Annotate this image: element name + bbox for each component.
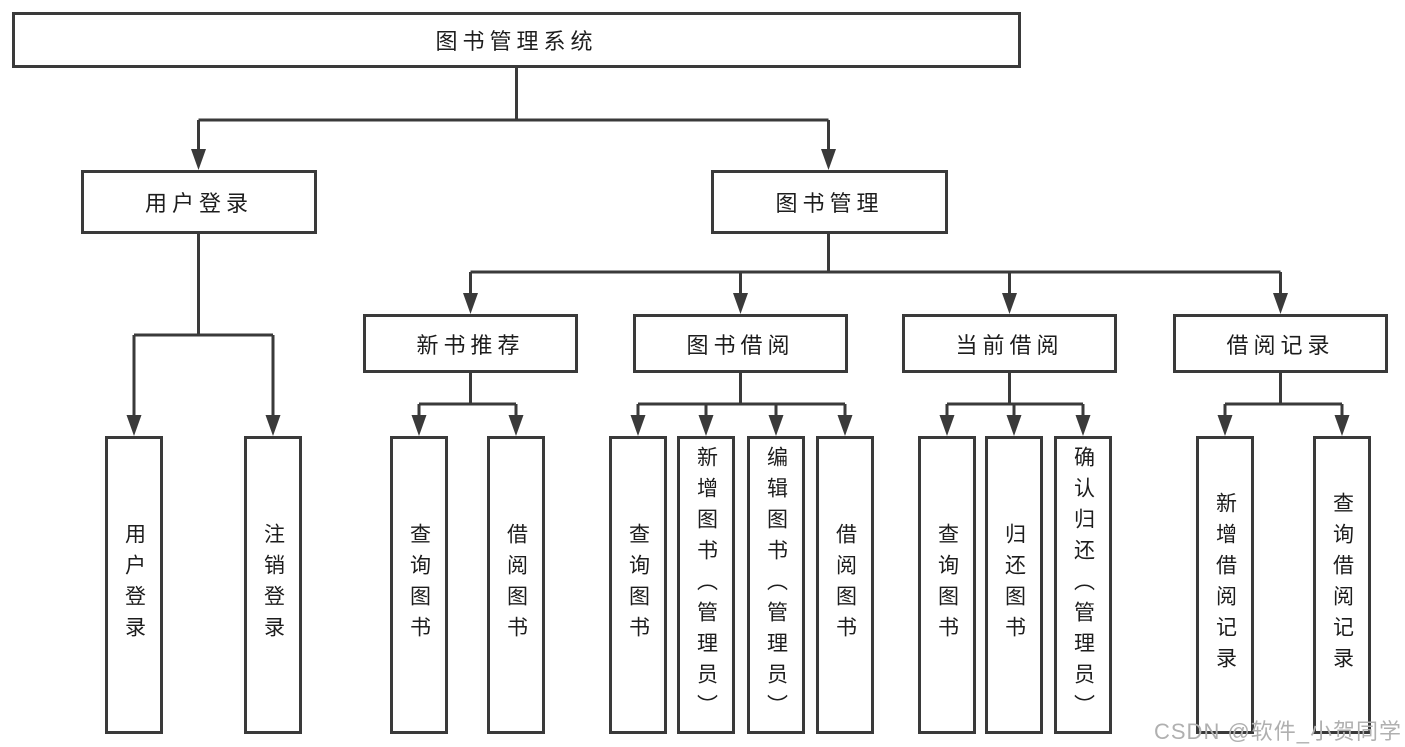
leaf-query-books-current: 查询图书 <box>918 436 976 734</box>
node-book-management: 图书管理 <box>711 170 948 234</box>
node-book-borrow: 图书借阅 <box>633 314 848 373</box>
connector-path <box>132 66 1344 420</box>
leaf-add-borrow-record: 新增借阅记录 <box>1196 436 1254 734</box>
leaf-query-borrow-record: 查询借阅记录 <box>1313 436 1371 734</box>
leaf-return-book: 归还图书 <box>985 436 1043 734</box>
leaf-query-books-borrow: 查询图书 <box>609 436 667 734</box>
leaf-query-books-recommend: 查询图书 <box>390 436 448 734</box>
csdn-watermark: CSDN @软件_小贺同学 <box>1154 719 1403 744</box>
leaf-user-login: 用户登录 <box>105 436 163 734</box>
leaf-confirm-return-admin: 确认归还（管理员） <box>1054 436 1112 734</box>
leaf-borrow-books-recommend: 借阅图书 <box>487 436 545 734</box>
node-borrow-records: 借阅记录 <box>1173 314 1388 373</box>
node-user-login: 用户登录 <box>81 170 317 234</box>
leaf-logout: 注销登录 <box>244 436 302 734</box>
leaf-borrow-books: 借阅图书 <box>816 436 874 734</box>
node-new-book-recommend: 新书推荐 <box>363 314 578 373</box>
leaf-edit-book-admin: 编辑图书（管理员） <box>747 436 805 734</box>
leaf-add-book-admin: 新增图书（管理员） <box>677 436 735 734</box>
node-current-borrow: 当前借阅 <box>902 314 1117 373</box>
node-root: 图书管理系统 <box>12 12 1021 68</box>
